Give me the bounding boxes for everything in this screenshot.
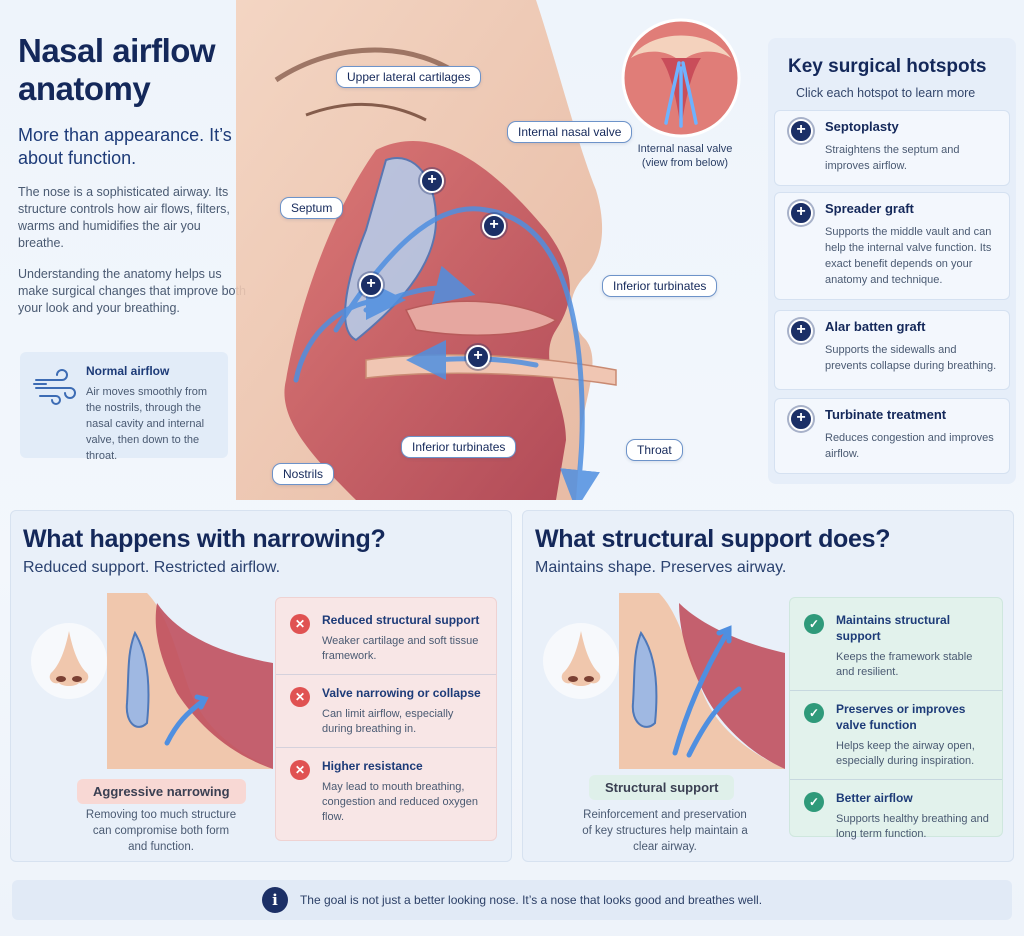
hotspot-item-alar-batten-graft[interactable]: + Alar batten graft Supports the sidewal…: [774, 310, 1010, 390]
normal-airflow-desc: Air moves smoothly from the nostrils, th…: [86, 386, 208, 462]
normal-airflow-card: Normal airflow Air moves smoothly from t…: [20, 352, 228, 462]
list-item: ✓ Preserves or improves valve function H…: [790, 690, 1002, 779]
list-item: ✕ Reduced structural support Weaker cart…: [276, 602, 496, 674]
narrowing-subtitle: Reduced support. Restricted airflow.: [23, 559, 281, 576]
label-throat: Throat: [626, 439, 683, 461]
page-title: Nasal airflow anatomy: [18, 32, 216, 107]
hotspot-internal-valve[interactable]: +: [482, 214, 506, 238]
narrowed-airway-illustration: [107, 593, 273, 769]
surgical-hotspots-panel: Key surgical hotspots Click each hotspot…: [768, 38, 1016, 484]
nose-front-illustration: [543, 623, 619, 699]
support-subtitle: Maintains shape. Preserves airway.: [535, 559, 787, 576]
label-inferior-turbinates-lower: Inferior turbinates: [401, 436, 517, 458]
list-item-desc: May lead to mouth breathing, congestion …: [322, 781, 478, 823]
label-inferior-turbinates-upper: Inferior turbinates: [602, 275, 718, 297]
narrowing-caption: Removing too much structure can compromi…: [85, 809, 237, 853]
list-item-title: Valve narrowing or collapse: [322, 686, 481, 700]
footer-text: The goal is not just a better looking no…: [299, 893, 763, 907]
list-item-title: Reduced structural support: [322, 613, 480, 627]
hotspot-item-septoplasty[interactable]: + Septoplasty Straightens the septum and…: [774, 110, 1010, 186]
tagline: More than appearance. It’s about functio…: [18, 125, 232, 168]
list-item-desc: Keeps the framework stable and resilient…: [836, 651, 973, 678]
plus-icon: +: [789, 407, 813, 431]
internal-valve-inset: [621, 18, 741, 138]
list-item-title: Higher resistance: [322, 759, 423, 773]
normal-airflow-title: Normal airflow: [86, 364, 170, 378]
aggressive-narrowing-pill: Aggressive narrowing: [77, 779, 246, 804]
narrowing-title: What happens with narrowing?: [23, 525, 386, 553]
hotspot-turbinates[interactable]: +: [466, 345, 490, 369]
footer-banner: i The goal is not just a better looking …: [12, 880, 1012, 920]
info-icon: i: [261, 887, 288, 913]
narrowing-panel: What happens with narrowing? Reduced sup…: [10, 510, 512, 862]
x-icon: ✕: [290, 760, 310, 780]
check-icon: ✓: [804, 703, 824, 723]
check-icon: ✓: [804, 614, 824, 634]
plus-icon: +: [789, 119, 813, 143]
supported-airway-illustration: [619, 593, 785, 769]
hotspot-item-title: Alar batten graft: [825, 319, 926, 334]
list-item-desc: Can limit airflow, especially during bre…: [322, 708, 454, 735]
support-caption: Reinforcement and preservation of key st…: [582, 809, 748, 853]
list-item-title: Better airflow: [836, 791, 913, 805]
hotspots-subtitle: Click each hotspot to learn more: [796, 86, 976, 100]
list-item: ✓ Maintains structural support Keeps the…: [790, 602, 1002, 690]
hotspot-upper-lateral[interactable]: +: [420, 169, 444, 193]
intro-section: Nasal airflow anatomy More than appearan…: [18, 32, 248, 317]
label-nostrils: Nostrils: [272, 463, 335, 485]
list-item-desc: Supports healthy breathing and long term…: [836, 813, 989, 840]
list-item-title: Maintains structural support: [836, 613, 951, 643]
label-internal-nasal-valve: Internal nasal valve: [507, 121, 633, 143]
hotspot-item-desc: Straightens the septum and improves airf…: [825, 144, 960, 172]
support-title: What structural support does?: [535, 525, 891, 553]
x-icon: ✕: [290, 687, 310, 707]
hotspot-item-title: Spreader graft: [825, 201, 914, 216]
plus-icon: +: [789, 319, 813, 343]
hotspot-item-title: Septoplasty: [825, 119, 899, 134]
narrowing-effects-list: ✕ Reduced structural support Weaker cart…: [275, 597, 497, 841]
hotspot-item-title: Turbinate treatment: [825, 407, 947, 422]
intro-paragraph-1: The nose is a sophisticated airway. Its …: [18, 185, 230, 250]
list-item-desc: Helps keep the airway open, especially d…: [836, 740, 975, 767]
x-icon: ✕: [290, 614, 310, 634]
hotspot-septum[interactable]: +: [359, 273, 383, 297]
list-item: ✕ Higher resistance May lead to mouth br…: [276, 747, 496, 835]
label-septum: Septum: [280, 197, 344, 219]
plus-icon: +: [789, 201, 813, 225]
hotspot-item-spreader-graft[interactable]: + Spreader graft Supports the middle vau…: [774, 192, 1010, 300]
support-panel: What structural support does? Maintains …: [522, 510, 1014, 862]
structural-support-pill: Structural support: [589, 775, 735, 800]
support-benefits-list: ✓ Maintains structural support Keeps the…: [789, 597, 1003, 840]
hotspots-title: Key surgical hotspots: [788, 56, 987, 77]
wind-icon: [33, 369, 76, 405]
list-item: ✕ Valve narrowing or collapse Can limit …: [276, 674, 496, 747]
intro-paragraph-2: Understanding the anatomy helps us make …: [18, 267, 246, 315]
nose-front-illustration: [31, 623, 107, 699]
hotspot-item-desc: Supports the sidewalls and prevents coll…: [825, 344, 997, 372]
check-icon: ✓: [804, 792, 824, 812]
valve-inset-caption: Internal nasal valve (view from below): [637, 143, 733, 169]
list-item-title: Preserves or improves valve function: [836, 702, 966, 732]
hotspot-item-desc: Supports the middle vault and can help t…: [825, 226, 992, 286]
hotspot-item-desc: Reduces congestion and improves airflow.: [825, 432, 994, 460]
list-item: ✓ Better airflow Supports healthy breath…: [790, 779, 1002, 852]
label-upper-lateral-cartilages: Upper lateral cartilages: [336, 66, 482, 88]
hotspot-item-turbinate-treatment[interactable]: + Turbinate treatment Reduces congestion…: [774, 398, 1010, 474]
list-item-desc: Weaker cartilage and soft tissue framewo…: [322, 635, 479, 662]
